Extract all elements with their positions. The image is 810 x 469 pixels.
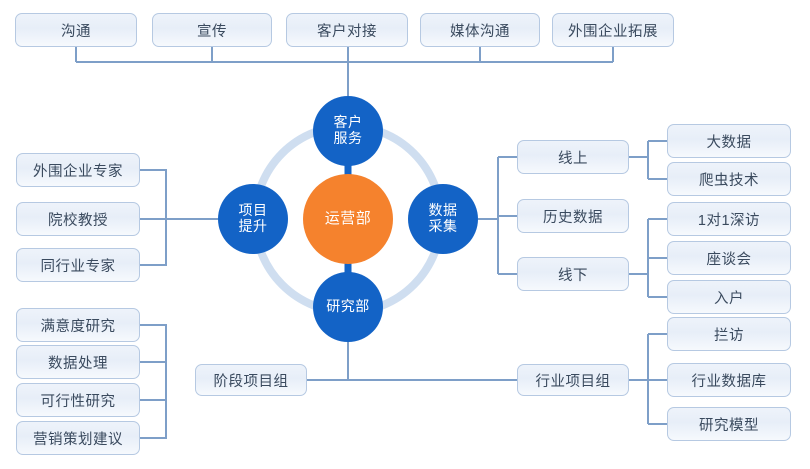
hub-data-collection-line-1: 数据 [428, 202, 458, 219]
stage-leaf-3-label: 可行性研究 [40, 393, 116, 410]
stage-leaf-3[interactable]: 可行性研究 [16, 383, 140, 417]
stage-project-group[interactable]: 阶段项目组 [195, 364, 307, 396]
right-mid-box-online[interactable]: 线上 [517, 140, 629, 174]
hub-data-collection-line-2: 采集 [428, 218, 458, 234]
stage-leaf-1-label: 满意度研究 [40, 318, 116, 335]
left-branch-box-3[interactable]: 同行业专家 [16, 248, 140, 282]
offline-leaf-2[interactable]: 座谈会 [667, 241, 791, 275]
hub-project-improvement-line-1: 项目 [238, 202, 268, 219]
offline-leaf-1-label: 1对1深访 [697, 212, 761, 229]
industry-project-group[interactable]: 行业项目组 [517, 364, 629, 396]
industry-project-group-label: 行业项目组 [535, 373, 611, 390]
offline-leaf-3[interactable]: 入户 [667, 280, 791, 314]
left-branch-box-3-label: 同行业专家 [40, 258, 116, 275]
top-box-4-label: 媒体沟通 [450, 23, 510, 40]
left-branch-box-1-label: 外围企业专家 [33, 163, 123, 180]
online-leaf-1-label: 大数据 [706, 134, 752, 151]
top-box-3-label: 客户对接 [317, 23, 377, 40]
hub-customer-service[interactable]: 客户 服务 [313, 96, 383, 166]
hub-research-department-line-1: 研究部 [326, 298, 370, 315]
offline-leaf-2-label: 座谈会 [706, 251, 752, 268]
center-operations-label: 运营部 [324, 209, 372, 227]
top-box-1-label: 沟通 [61, 23, 91, 40]
top-box-3[interactable]: 客户对接 [286, 13, 408, 47]
online-leaf-2-label: 爬虫技术 [699, 172, 759, 189]
online-leaf-1[interactable]: 大数据 [667, 124, 791, 158]
top-box-5-label: 外围企业拓展 [568, 23, 658, 40]
right-mid-box-offline-label: 线下 [558, 267, 588, 284]
left-branch-box-1[interactable]: 外围企业专家 [16, 153, 140, 187]
online-leaf-2[interactable]: 爬虫技术 [667, 162, 791, 196]
hub-customer-service-line-1: 客户 [333, 114, 363, 131]
stage-leaf-4-label: 营销策划建议 [33, 431, 123, 448]
hub-project-improvement[interactable]: 项目 提升 [218, 184, 288, 254]
stage-leaf-2[interactable]: 数据处理 [16, 345, 140, 379]
stage-leaf-1[interactable]: 满意度研究 [16, 308, 140, 342]
left-branch-box-2-label: 院校教授 [48, 212, 108, 229]
stage-project-group-label: 阶段项目组 [213, 373, 289, 390]
top-box-5[interactable]: 外围企业拓展 [552, 13, 674, 47]
right-mid-box-history-label: 历史数据 [543, 209, 603, 226]
right-mid-box-online-label: 线上 [558, 150, 588, 167]
hub-data-collection[interactable]: 数据 采集 [408, 184, 478, 254]
industry-leaf-3[interactable]: 研究模型 [667, 407, 791, 441]
offline-leaf-3-label: 入户 [714, 290, 744, 307]
hub-project-improvement-line-2: 提升 [238, 218, 268, 234]
industry-leaf-1-label: 拦访 [714, 327, 744, 344]
right-mid-box-history[interactable]: 历史数据 [517, 199, 629, 233]
right-mid-box-offline[interactable]: 线下 [517, 257, 629, 291]
offline-leaf-1[interactable]: 1对1深访 [667, 202, 791, 236]
hub-research-department[interactable]: 研究部 [313, 272, 383, 342]
stage-leaf-4[interactable]: 营销策划建议 [16, 421, 140, 455]
industry-leaf-2[interactable]: 行业数据库 [667, 363, 791, 397]
center-operations-department[interactable]: 运营部 [303, 174, 393, 264]
industry-leaf-1[interactable]: 拦访 [667, 317, 791, 351]
top-box-2-label: 宣传 [197, 23, 227, 40]
stage-leaf-2-label: 数据处理 [48, 355, 108, 372]
top-box-4[interactable]: 媒体沟通 [420, 13, 540, 47]
left-branch-box-2[interactable]: 院校教授 [16, 202, 140, 236]
industry-leaf-3-label: 研究模型 [699, 417, 759, 434]
industry-leaf-2-label: 行业数据库 [691, 373, 767, 390]
top-box-2[interactable]: 宣传 [152, 13, 272, 47]
top-box-1[interactable]: 沟通 [15, 13, 137, 47]
hub-customer-service-line-2: 服务 [333, 130, 363, 146]
